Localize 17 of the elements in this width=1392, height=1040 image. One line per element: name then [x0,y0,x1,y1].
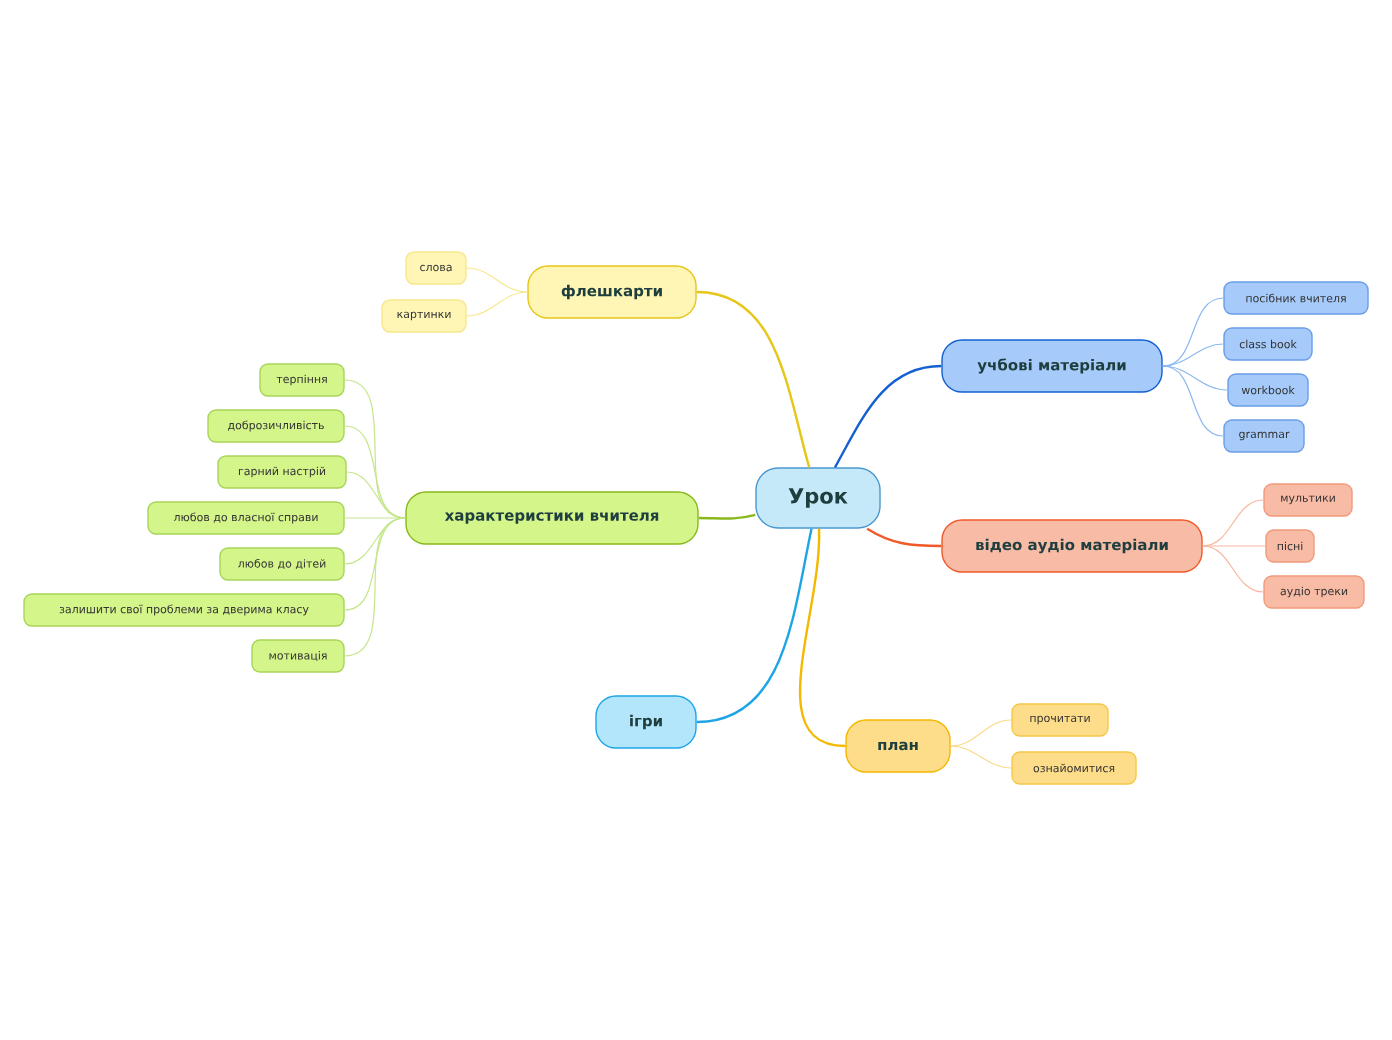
connector-line [950,745,1012,769]
connector-line [696,290,811,468]
connector-line [466,267,528,293]
central-topic: Урок [755,467,881,529]
connector-line [466,291,528,317]
connector-line [1162,365,1224,437]
connector-line [1162,365,1228,391]
connector-line [798,528,846,748]
connector-line [833,364,942,468]
connector-line [1162,343,1224,367]
connector-line [344,517,406,657]
connector-line [1202,545,1266,547]
connector-line [950,719,1012,747]
connector-line [1202,545,1264,593]
connector-line [696,528,813,724]
connector-line [866,527,942,548]
connector-line [698,513,756,520]
